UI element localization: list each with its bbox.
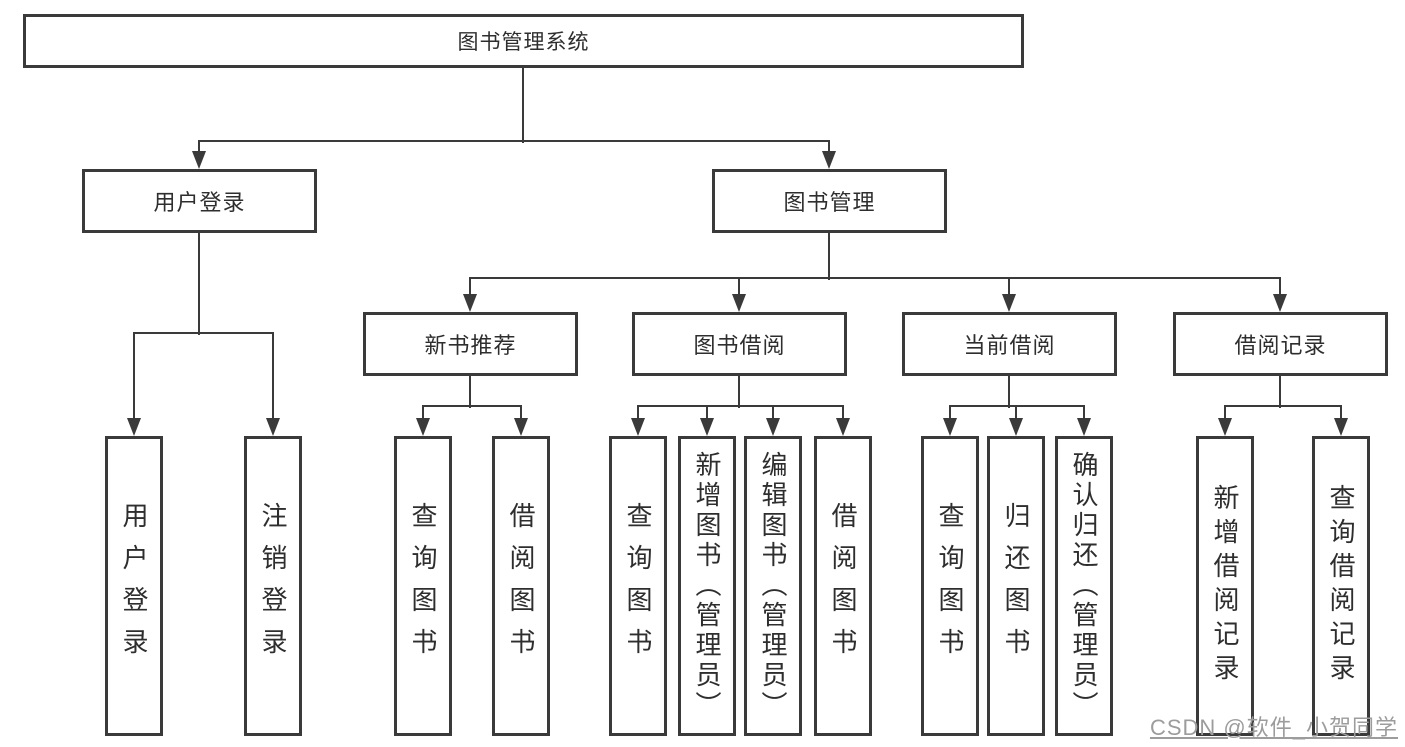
connector-bar: [949, 405, 1085, 407]
arrow-shaft: [842, 406, 844, 418]
arrow-shaft: [1224, 406, 1226, 418]
arrow-head-icon: [700, 418, 714, 436]
connector-bar: [1224, 405, 1342, 407]
node-new-book-recommend-label: 新书推荐: [424, 333, 517, 358]
node-borrowing-records-label: 借阅记录: [1234, 333, 1327, 358]
node-user-login: 用户登录: [82, 169, 317, 233]
node-library-management-system-label: 图书管理系统: [457, 31, 590, 54]
connector-stem: [469, 376, 471, 408]
leaf-query-books-2: 查询图书: [609, 436, 667, 736]
node-user-login-label: 用户登录: [153, 190, 246, 215]
leaf-query-borrow-record: 查询借阅记录: [1312, 436, 1370, 736]
leaf-confirm-return-admin-label: 确认归还（管理员）: [1069, 451, 1099, 721]
arrow-head-icon: [836, 418, 850, 436]
leaf-borrow-books-1-label: 借阅图书: [506, 502, 536, 670]
leaf-edit-books-admin: 编辑图书（管理员）: [744, 436, 802, 736]
arrow-shaft: [1340, 406, 1342, 418]
arrow-head-icon: [1218, 418, 1232, 436]
connector-stem: [1008, 376, 1010, 408]
arrow-shaft: [828, 141, 830, 151]
arrow-head-icon: [1273, 294, 1287, 312]
arrow-shaft: [738, 278, 740, 294]
arrow-head-icon: [1334, 418, 1348, 436]
connector-bar: [469, 277, 1281, 279]
arrow-head-icon: [1009, 418, 1023, 436]
leaf-query-borrow-record-label: 查询借阅记录: [1326, 484, 1356, 688]
leaf-query-books-3: 查询图书: [921, 436, 979, 736]
node-book-borrowing: 图书借阅: [632, 312, 847, 376]
node-book-borrowing-label: 图书借阅: [693, 333, 786, 358]
arrow-head-icon: [416, 418, 430, 436]
arrow-shaft: [133, 333, 135, 418]
leaf-borrow-books-2-label: 借阅图书: [828, 502, 858, 670]
node-book-management: 图书管理: [712, 169, 947, 233]
connector-bar: [637, 405, 844, 407]
arrow-head-icon: [1002, 294, 1016, 312]
arrow-shaft: [1015, 406, 1017, 418]
arrow-head-icon: [266, 418, 280, 436]
leaf-add-books-admin: 新增图书（管理员）: [678, 436, 736, 736]
arrow-head-icon: [943, 418, 957, 436]
connector-bar: [133, 332, 274, 334]
connector-stem: [522, 68, 524, 143]
arrow-head-icon: [631, 418, 645, 436]
node-library-management-system: 图书管理系统: [23, 14, 1024, 68]
arrow-head-icon: [732, 294, 746, 312]
leaf-query-books-1-label: 查询图书: [408, 502, 438, 670]
arrow-shaft: [272, 333, 274, 418]
leaf-user-login: 用户登录: [105, 436, 163, 736]
connector-stem: [198, 233, 200, 335]
leaf-user-login-label: 用户登录: [119, 502, 149, 670]
connector-stem: [828, 233, 830, 280]
leaf-logout-label: 注销登录: [258, 502, 288, 670]
leaf-add-borrow-record-label: 新增借阅记录: [1210, 484, 1240, 688]
arrow-head-icon: [514, 418, 528, 436]
arrow-head-icon: [192, 151, 206, 169]
node-book-management-label: 图书管理: [783, 190, 876, 215]
leaf-add-borrow-record: 新增借阅记录: [1196, 436, 1254, 736]
arrow-shaft: [949, 406, 951, 418]
leaf-add-books-admin-label: 新增图书（管理员）: [692, 451, 722, 721]
leaf-query-books-3-label: 查询图书: [935, 502, 965, 670]
leaf-edit-books-admin-label: 编辑图书（管理员）: [758, 451, 788, 721]
connector-stem: [1279, 376, 1281, 408]
node-current-borrowing-label: 当前借阅: [963, 333, 1056, 358]
arrow-head-icon: [127, 418, 141, 436]
arrow-head-icon: [766, 418, 780, 436]
arrow-shaft: [637, 406, 639, 418]
leaf-borrow-books-2: 借阅图书: [814, 436, 872, 736]
csdn-watermark: CSDN @软件_小贺同学: [1149, 715, 1398, 740]
leaf-borrow-books-1: 借阅图书: [492, 436, 550, 736]
leaf-confirm-return-admin: 确认归还（管理员）: [1055, 436, 1113, 736]
arrow-shaft: [1279, 278, 1281, 294]
connector-bar: [422, 405, 522, 407]
leaf-query-books-1: 查询图书: [394, 436, 452, 736]
arrow-shaft: [706, 406, 708, 418]
connector-bar: [198, 140, 830, 142]
arrow-shaft: [422, 406, 424, 418]
leaf-return-books-label: 归还图书: [1001, 502, 1031, 670]
arrow-head-icon: [1077, 418, 1091, 436]
arrow-head-icon: [822, 151, 836, 169]
arrow-shaft: [520, 406, 522, 418]
arrow-shaft: [198, 141, 200, 151]
node-borrowing-records: 借阅记录: [1173, 312, 1388, 376]
node-new-book-recommend: 新书推荐: [363, 312, 578, 376]
arrow-shaft: [469, 278, 471, 294]
leaf-return-books: 归还图书: [987, 436, 1045, 736]
leaf-logout: 注销登录: [244, 436, 302, 736]
arrow-shaft: [1008, 278, 1010, 294]
arrow-head-icon: [463, 294, 477, 312]
connector-stem: [738, 376, 740, 408]
arrow-shaft: [772, 406, 774, 418]
node-current-borrowing: 当前借阅: [902, 312, 1117, 376]
arrow-shaft: [1083, 406, 1085, 418]
leaf-query-books-2-label: 查询图书: [623, 502, 653, 670]
